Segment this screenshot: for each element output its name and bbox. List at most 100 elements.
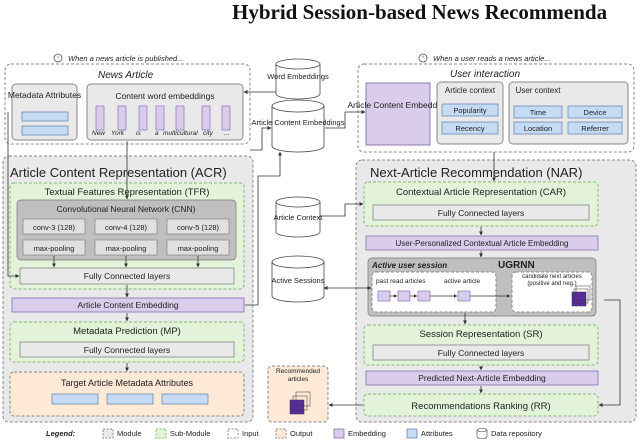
time-attr — [513, 105, 563, 119]
legend-item: Module — [117, 429, 142, 438]
word-token: is — [136, 130, 141, 137]
user-interaction-title: User interaction — [450, 69, 520, 80]
car-fully-connected — [372, 204, 590, 221]
legend-item: Embedding — [348, 429, 386, 438]
sentence-words: New York is a multicultural city ... — [92, 130, 230, 137]
svg-text:Metadata Attributes: Metadata Attributes — [8, 90, 81, 100]
max-pooling-layer — [166, 239, 230, 256]
conv-4-layer — [94, 218, 158, 235]
nar-title: Next-Article Recommendation (NAR) — [370, 165, 582, 180]
conv-label: conv-5 (128) — [177, 223, 220, 232]
acr-article-content-embedding — [11, 297, 245, 313]
word-token: multicultural — [163, 130, 198, 137]
clock-icon — [418, 53, 428, 63]
article-context-label: Article context — [445, 86, 496, 95]
location-attr — [513, 121, 563, 135]
recommended-articles-label: Recommended articles — [275, 368, 321, 383]
legend-repository-swatch — [476, 428, 488, 439]
active-sessions-repo: Active Sessions — [272, 255, 325, 303]
mp-title: Metadata Prediction (MP) — [73, 326, 181, 337]
word-token: ... — [224, 130, 230, 137]
popularity-attr — [441, 103, 499, 117]
read-trigger-text: When a user reads a news article... — [433, 54, 551, 63]
session-clicks-box — [371, 271, 497, 313]
acr-ace-label: Article Content Embedding — [77, 300, 178, 310]
legend-embedding-swatch — [333, 428, 345, 439]
legend-item: Attributes — [421, 429, 453, 438]
word-embedding-bars — [95, 105, 231, 131]
recommended-article-cubes — [289, 391, 311, 415]
pool-label: max-pooling — [178, 244, 219, 253]
sr-title: Session Representation (SR) — [419, 329, 542, 340]
cnn-title: Convolutional Neural Network (CNN) — [57, 204, 196, 214]
page-title: Hybrid Session-based News Recommenda — [232, 0, 608, 24]
sr-fully-connected — [372, 344, 590, 361]
ui-ace-label: Article Content Embedding — [347, 100, 448, 110]
content-word-embeddings-label: Content word embeddings — [115, 91, 214, 101]
repo-label: Word Embeddings — [267, 72, 329, 81]
max-pooling-layer — [22, 239, 86, 256]
car-title: Contextual Article Representation (CAR) — [396, 187, 566, 198]
legend-output-swatch — [275, 428, 287, 439]
referrer-attr — [567, 121, 623, 135]
active-session-label: Active user session — [371, 261, 447, 270]
metadata-label: Metadata Attributes — [8, 90, 81, 100]
word-token: city — [203, 130, 214, 137]
recency-attr — [441, 121, 499, 135]
target-attribute-slot — [106, 393, 154, 405]
metadata-attribute-slot — [21, 125, 69, 136]
sr-fc-label: Fully Connected layers — [438, 348, 524, 358]
acr-fc-label: Fully Connected layers — [84, 271, 170, 281]
legend-item: Input — [242, 429, 260, 438]
conv-label: conv-3 (128) — [33, 223, 76, 232]
mp-fc-label: Fully Connected layers — [84, 345, 170, 355]
device-label: Device — [584, 108, 607, 117]
ui-article-content-embedding — [365, 82, 431, 146]
word-embeddings-label: Word Embeddings — [267, 72, 329, 81]
pool-label: max-pooling — [34, 244, 75, 253]
word-token: New — [92, 130, 106, 137]
repo-label: Article Context — [274, 213, 324, 222]
time-label: Time — [530, 108, 546, 117]
word-token: York — [111, 130, 125, 137]
predicted-next-article-embedding — [365, 370, 599, 386]
user-context-label: User context — [516, 86, 562, 95]
publish-trigger: When a news article is published... — [53, 53, 183, 63]
legend-item: Output — [290, 429, 313, 438]
device-attr — [567, 105, 623, 119]
clock-icon — [53, 53, 63, 63]
conv-label: conv-4 (128) — [105, 223, 148, 232]
car-fc-label: Fully Connected layers — [438, 208, 524, 218]
predicted-label: Predicted Next-Article Embedding — [418, 373, 546, 383]
article-content-embeddings-repo: Article Content Embeddings — [252, 99, 345, 153]
legend: Legend: Module Sub-Module Input Output E… — [46, 428, 542, 439]
target-attribute-slot — [161, 393, 209, 405]
candidate-article-cubes — [571, 285, 591, 307]
legend-item: Sub-Module — [170, 429, 210, 438]
word-token: a — [155, 130, 159, 137]
active-article-label: active article — [444, 278, 481, 285]
word-embeddings-repo: Word Embeddings — [267, 58, 329, 100]
publish-trigger-text: When a news article is published... — [68, 54, 183, 63]
acr-fully-connected — [19, 267, 235, 285]
recency-label: Recency — [455, 124, 484, 133]
past-articles-label: past read articles — [376, 278, 426, 285]
acr-title: Article Content Representation (ACR) — [10, 165, 227, 180]
legend-item: Data repository — [491, 429, 542, 438]
legend-module-swatch — [102, 428, 114, 439]
ugrnn-label: UGRNN — [498, 260, 535, 271]
article-context-repo: Article Context — [274, 196, 324, 238]
target-attribute-slot — [51, 393, 99, 405]
legend-label: Legend: — [46, 429, 76, 438]
max-pooling-layer — [94, 239, 158, 256]
location-label: Location — [524, 124, 552, 133]
mp-fully-connected — [19, 341, 235, 358]
candidate-articles-label: candidate next articles (positive and ne… — [522, 274, 582, 287]
repo-label: Active Sessions — [272, 276, 325, 285]
pool-label: max-pooling — [106, 244, 147, 253]
metadata-attribute-slot — [21, 111, 69, 122]
popularity-label: Popularity — [453, 106, 487, 115]
conv-5-layer — [166, 218, 230, 235]
conv-3-layer — [22, 218, 86, 235]
